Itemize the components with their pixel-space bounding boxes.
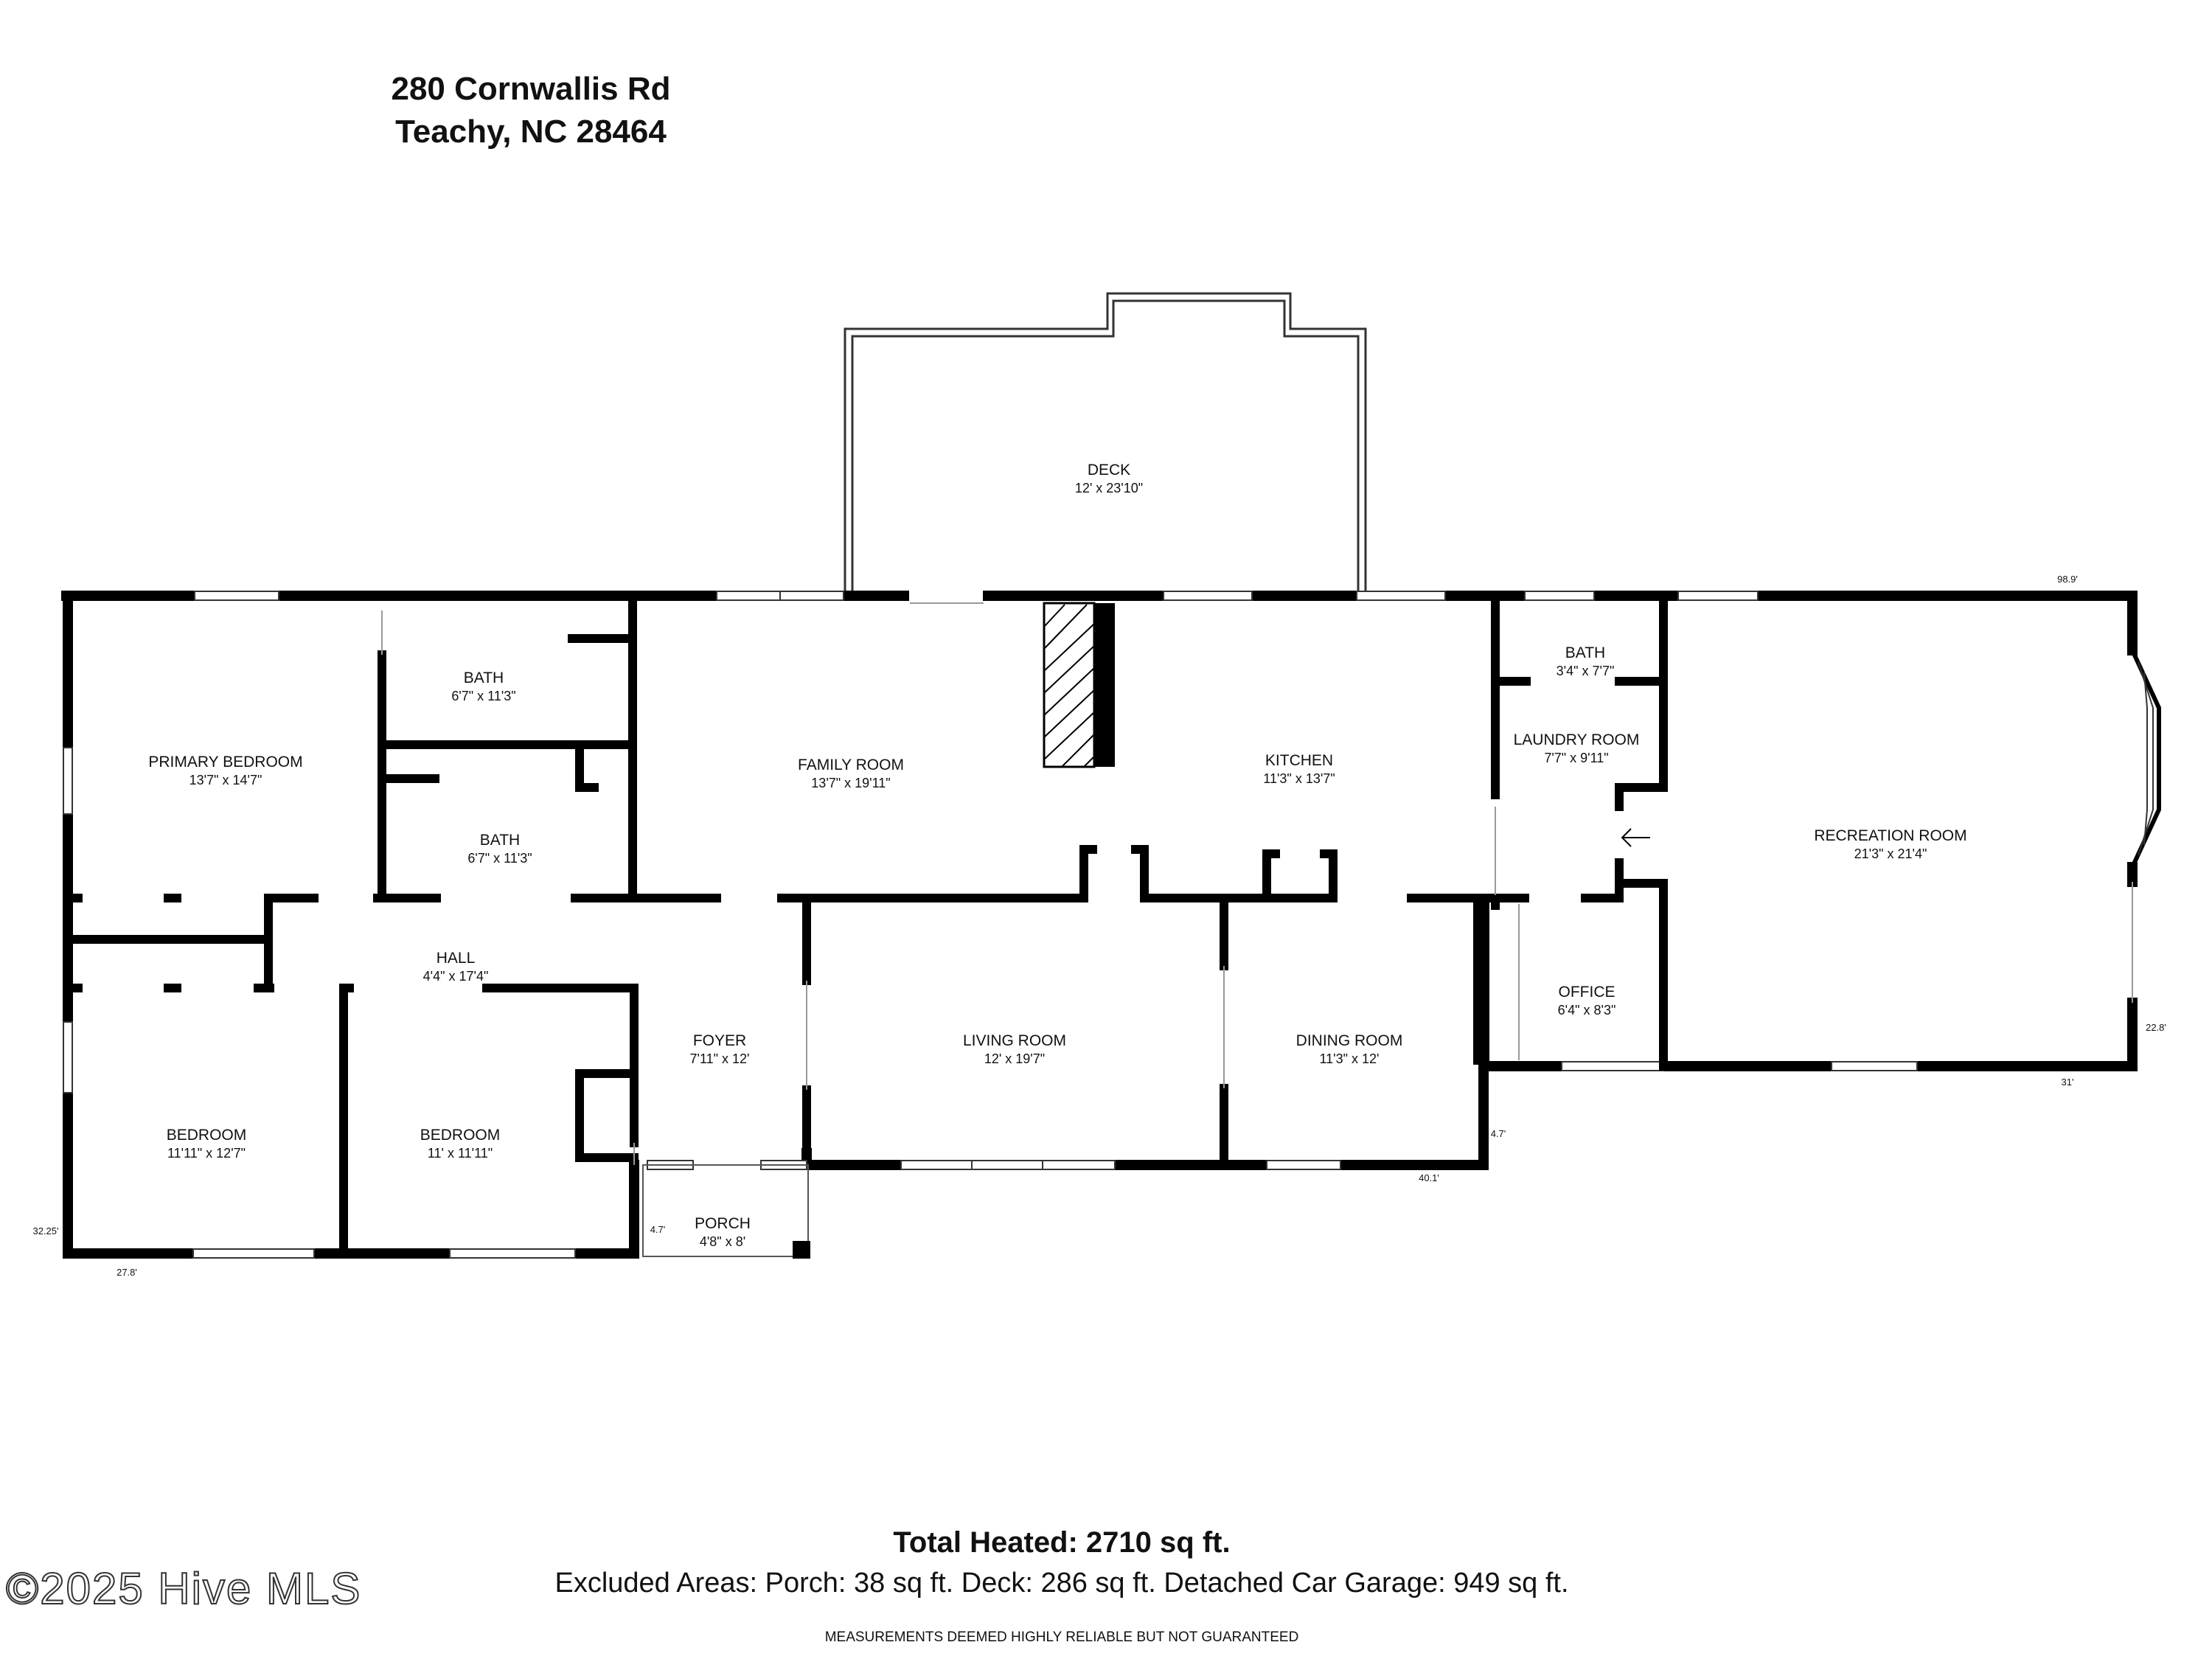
ext-dim-top: 98.9' bbox=[2057, 574, 2078, 585]
room-name: PRIMARY BEDROOM bbox=[148, 754, 302, 771]
room-name: OFFICE bbox=[1559, 984, 1615, 1001]
ext-dim-mid-bottom: 40.1' bbox=[1419, 1172, 1439, 1183]
room-name: FOYER bbox=[693, 1032, 746, 1049]
interior-walls bbox=[69, 591, 1668, 1258]
room-name: BATH bbox=[480, 832, 520, 849]
ext-dim-left: 32.25' bbox=[32, 1225, 58, 1237]
room-dims: 3'4" x 7'7" bbox=[1557, 664, 1615, 678]
room-name: BATH bbox=[464, 669, 504, 686]
room-name: HALL bbox=[437, 950, 476, 967]
door-openings bbox=[381, 602, 2133, 1165]
room-name: FAMILY ROOM bbox=[798, 757, 904, 773]
room-dims: 6'4" x 8'3" bbox=[1558, 1003, 1616, 1018]
room-name: BATH bbox=[1565, 644, 1605, 661]
room-name: DECK bbox=[1088, 462, 1130, 479]
excluded-areas: Excluded Areas: Porch: 38 sq ft. Deck: 2… bbox=[554, 1568, 1569, 1599]
room-dims: 12' x 23'10" bbox=[1075, 481, 1143, 495]
room-dims: 6'7" x 11'3" bbox=[451, 689, 515, 703]
ext-dim-step: 4.7' bbox=[1491, 1128, 1506, 1139]
ext-dim-left-bottom: 27.8' bbox=[116, 1267, 137, 1278]
room-dims: 11'11" x 12'7" bbox=[167, 1146, 246, 1161]
address-line-1: 280 Cornwallis Rd bbox=[391, 71, 671, 107]
room-name: LAUNDRY ROOM bbox=[1514, 731, 1640, 748]
ext-dim-rec-bottom: 31' bbox=[2062, 1077, 2074, 1088]
room-name: KITCHEN bbox=[1265, 752, 1333, 769]
room-name: RECREATION ROOM bbox=[1814, 827, 1966, 844]
watermark: ©2025 Hive MLS bbox=[5, 1563, 362, 1614]
address-line-2: Teachy, NC 28464 bbox=[395, 114, 667, 150]
bay-window bbox=[2130, 649, 2161, 869]
total-heated: Total Heated: 2710 sq ft. bbox=[893, 1526, 1231, 1559]
room-dims: 7'7" x 9'11" bbox=[1544, 751, 1608, 765]
fireplace bbox=[1043, 602, 1115, 768]
room-dims: 4'8" x 8' bbox=[700, 1234, 745, 1249]
room-dims: 13'7" x 14'7" bbox=[189, 773, 262, 787]
room-dims: 6'7" x 11'3" bbox=[467, 851, 532, 866]
ext-dim-porch: 4.7' bbox=[650, 1224, 666, 1235]
room-dims: 11' x 11'11" bbox=[428, 1146, 493, 1161]
room-dims: 11'3" x 12' bbox=[1320, 1051, 1380, 1066]
room-dims: 21'3" x 21'4" bbox=[1854, 846, 1927, 861]
ext-dim-right: 22.8' bbox=[2146, 1022, 2166, 1033]
exterior-walls bbox=[61, 591, 2138, 1259]
room-name: PORCH bbox=[695, 1215, 751, 1232]
room-dims: 12' x 19'7" bbox=[984, 1051, 1045, 1066]
exterior-dimensions: 98.9' 22.8' 31' 4.7' 40.1' 4.7' 32.25' 2… bbox=[32, 574, 2166, 1278]
room-dims: 4'4" x 17'4" bbox=[423, 969, 489, 984]
room-name: BEDROOM bbox=[167, 1127, 247, 1144]
windows bbox=[63, 591, 1918, 1259]
plan-title: 280 Cornwallis Rd Teachy, NC 28464 bbox=[0, 68, 1062, 153]
room-name: DINING ROOM bbox=[1296, 1032, 1403, 1049]
deck-outline bbox=[844, 292, 1367, 594]
room-dims: 7'11" x 12' bbox=[690, 1051, 750, 1066]
room-labels: DECK 12' x 23'10" PRIMARY BEDROOM 13'7" … bbox=[148, 462, 1966, 1249]
room-name: LIVING ROOM bbox=[963, 1032, 1066, 1049]
room-name: BEDROOM bbox=[420, 1127, 501, 1144]
porch-outline bbox=[642, 1164, 810, 1259]
room-dims: 13'7" x 19'11" bbox=[811, 776, 890, 790]
disclaimer: MEASUREMENTS DEEMED HIGHLY RELIABLE BUT … bbox=[824, 1630, 1299, 1645]
room-dims: 11'3" x 13'7" bbox=[1263, 771, 1335, 786]
